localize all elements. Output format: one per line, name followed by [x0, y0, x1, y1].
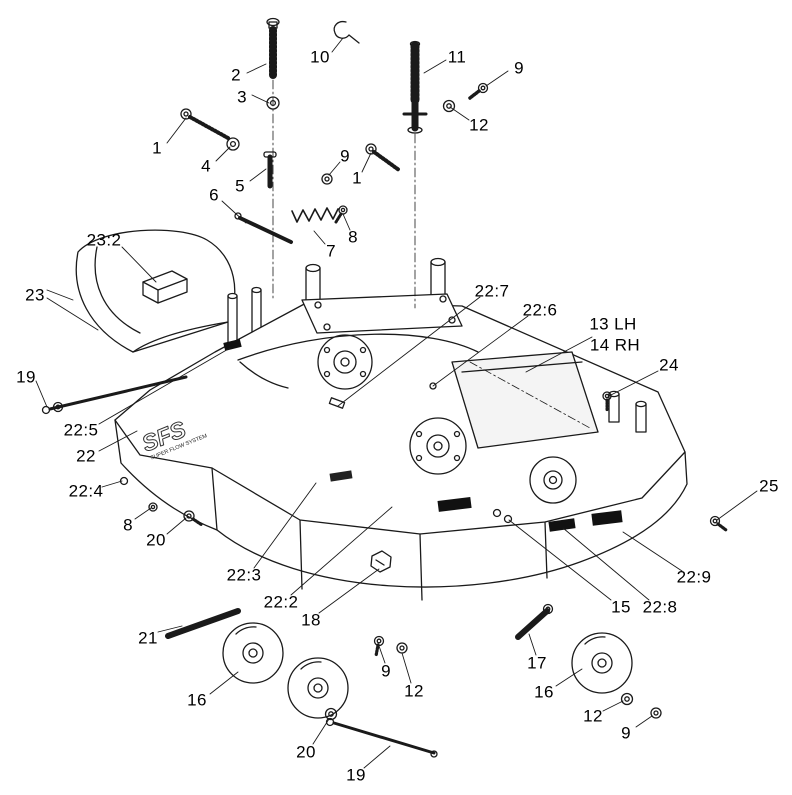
- callout-22-7: 22:7: [474, 281, 510, 301]
- lift-rod-11-icon: [402, 40, 428, 134]
- callout-2: 2: [231, 65, 241, 85]
- callout-18: 18: [301, 610, 321, 630]
- callout-5: 5: [235, 176, 245, 196]
- bolt-1b-icon: [365, 143, 401, 172]
- washer-4-icon: [226, 137, 240, 151]
- screw-15: [492, 508, 502, 518]
- caster-wheel-16-icon: [222, 622, 284, 684]
- callout-12: 12: [404, 681, 424, 701]
- spindle-opening: [409, 417, 467, 475]
- callout-22-6: 22:6: [522, 300, 558, 320]
- rod-19b-icon: [325, 717, 438, 758]
- callout-9: 9: [514, 58, 524, 78]
- bolt-24-icon: [602, 391, 612, 412]
- callout-17: 17: [527, 653, 547, 673]
- callout-12: 12: [469, 115, 489, 135]
- bolt-8b-icon: [148, 502, 158, 512]
- callout-1: 1: [352, 168, 362, 188]
- callout-16: 16: [534, 682, 554, 702]
- screw-15: [503, 514, 513, 524]
- callout-14-rh: 14 RH: [589, 335, 641, 355]
- deck-skirt: [114, 419, 688, 588]
- callout-20: 20: [146, 530, 166, 550]
- washer-12c-icon: [620, 692, 634, 706]
- callout-22-9: 22:9: [676, 567, 712, 587]
- callout-23-2: 23:2: [86, 230, 122, 250]
- bolt-25-icon: [709, 515, 728, 532]
- carriage-bolt-2-icon: [266, 17, 280, 79]
- rear-left-posts: [227, 286, 262, 349]
- callout-22-4: 22:4: [68, 481, 104, 501]
- bolt-1-icon: [180, 108, 230, 140]
- callout-23: 23: [25, 285, 45, 305]
- leader-lines: [35, 37, 758, 769]
- assembly-centerlines: [272, 79, 416, 309]
- callout-7: 7: [326, 241, 336, 261]
- latch-22-7: [328, 397, 346, 409]
- washer-12-icon: [442, 99, 456, 113]
- bolt-9c-icon: [373, 635, 385, 658]
- deck-assembly-22: SFS SUPER FLOW SYSTEM: [114, 257, 688, 601]
- link-17-icon: [515, 603, 554, 640]
- bolt-9-icon: [468, 82, 489, 100]
- callout-22-5: 22:5: [63, 420, 99, 440]
- bolt-20a-icon: [183, 510, 204, 527]
- callout-22-2: 22:2: [263, 592, 299, 612]
- callout-15: 15: [611, 597, 631, 617]
- callout-11: 11: [447, 47, 467, 67]
- handle-22-8: [548, 518, 576, 532]
- discharge-chute-23: [75, 229, 236, 353]
- callout-22: 22: [76, 446, 96, 466]
- callout-9: 9: [381, 661, 391, 681]
- callout-13-lh: 13 LH: [589, 314, 637, 334]
- callout-19: 19: [346, 765, 366, 785]
- spring-7-icon: [291, 207, 339, 223]
- handle-22-9: [591, 510, 623, 526]
- callout-25: 25: [759, 476, 779, 496]
- callout-1: 1: [152, 138, 162, 158]
- callout-21: 21: [138, 628, 158, 648]
- spindle-opening: [317, 334, 373, 390]
- bracket-18: [370, 550, 392, 573]
- rod-19-icon: [41, 375, 188, 415]
- callout-9: 9: [340, 146, 350, 166]
- nut-9d-icon: [650, 707, 662, 719]
- callout-19: 19: [16, 367, 36, 387]
- rod-6-icon: [234, 212, 293, 244]
- pin-22-6: [429, 382, 437, 390]
- washer-12b-icon: [396, 642, 408, 654]
- callout-8: 8: [348, 227, 358, 247]
- baffle-13-14: [451, 351, 599, 449]
- j-pin-10-icon: [333, 20, 360, 44]
- washer-20b-icon: [324, 707, 338, 721]
- callout-8: 8: [123, 515, 133, 535]
- callout-6: 6: [209, 185, 219, 205]
- warning-decal: [437, 496, 472, 512]
- callout-24: 24: [659, 355, 679, 375]
- callout-12: 12: [583, 706, 603, 726]
- callout-20: 20: [296, 742, 316, 762]
- chute-bracket-23-2: [142, 270, 188, 304]
- decal-small: [329, 470, 353, 482]
- rod-21-icon: [165, 608, 241, 639]
- caster-wheel-16-icon: [571, 632, 633, 694]
- callout-9: 9: [621, 723, 631, 743]
- latch-22-5: [223, 338, 242, 351]
- callout-22-8: 22:8: [642, 597, 678, 617]
- caster-wheel-16-icon: [287, 657, 349, 719]
- callout-3: 3: [237, 87, 247, 107]
- carrier-frame: [301, 257, 463, 334]
- pin-5-icon: [263, 151, 277, 189]
- callout-16: 16: [187, 690, 207, 710]
- rear-right-posts: [608, 390, 647, 433]
- callout-4: 4: [201, 156, 211, 176]
- callout-22-3: 22:3: [226, 565, 262, 585]
- nut-9-icon: [321, 173, 333, 185]
- spindle-opening: [529, 456, 577, 504]
- callout-10: 10: [310, 47, 330, 67]
